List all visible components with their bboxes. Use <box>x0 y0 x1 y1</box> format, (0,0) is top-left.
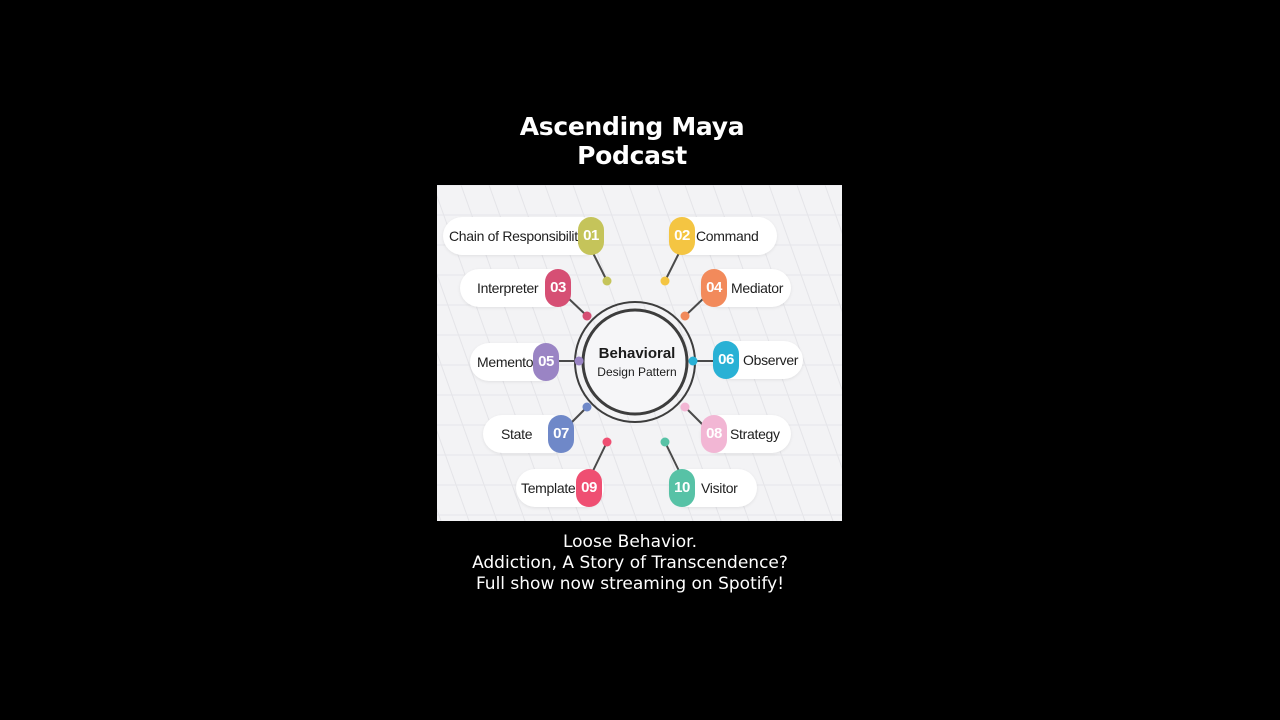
pattern-number-badge: 08 <box>701 415 727 453</box>
podcast-title-line1: Ascending Maya <box>519 112 745 141</box>
connector-dot <box>582 311 592 321</box>
podcast-title: Ascending Maya Podcast <box>430 112 834 170</box>
caption-line1: Loose Behavior. <box>562 532 698 552</box>
grid-line <box>437 273 526 521</box>
grid-line <box>628 185 750 521</box>
connector-dot <box>680 402 690 412</box>
center-subtitle: Design Pattern <box>597 365 677 379</box>
pattern-label: Template <box>521 480 576 496</box>
grid-line <box>437 351 498 521</box>
pattern-label: Visitor <box>701 480 738 496</box>
podcast-title-line2: Podcast <box>577 141 687 170</box>
pattern-number-badge: 01 <box>578 217 604 255</box>
pattern-number-badge: 02 <box>669 217 695 255</box>
connector-dot <box>574 356 584 366</box>
pattern-label: Chain of Responsibility <box>449 228 585 244</box>
pattern-number-badge: 07 <box>548 415 574 453</box>
pattern-number-badge: 09 <box>576 469 602 507</box>
pattern-item-01: Chain of Responsibility 01 <box>443 217 604 255</box>
pattern-number-badge: 10 <box>669 469 695 507</box>
pattern-number-badge: 06 <box>713 341 739 379</box>
pattern-label: Interpreter <box>477 280 539 296</box>
caption-line2: Addiction, A Story of Transcendence? <box>472 553 788 573</box>
pattern-item-04: 04 Mediator <box>701 269 791 307</box>
connector-dot <box>688 356 698 366</box>
grid-line <box>437 508 442 521</box>
pattern-label: Observer <box>743 352 799 368</box>
pattern-item-05: Memento 05 <box>470 343 559 381</box>
connector-dot <box>602 276 612 286</box>
pattern-label: Strategy <box>730 426 780 442</box>
pattern-item-09: Template 09 <box>516 469 604 507</box>
pattern-label: Memento <box>477 354 534 370</box>
connector-dot <box>660 276 670 286</box>
grid-line <box>796 185 842 313</box>
pattern-label: Mediator <box>731 280 784 296</box>
grid-line <box>437 429 470 521</box>
connector-dot <box>680 311 690 321</box>
pattern-item-02: 02 Command <box>669 217 777 255</box>
pattern-item-03: Interpreter 03 <box>460 269 571 307</box>
center-circle <box>581 308 689 416</box>
connector-dot <box>660 437 670 447</box>
connector-dot <box>582 402 592 412</box>
connector-line <box>566 296 588 317</box>
pattern-number-badge: 04 <box>701 269 727 307</box>
episode-caption: Loose Behavior. Addiction, A Story of Tr… <box>420 532 840 595</box>
grid-line <box>768 185 842 391</box>
behavioral-pattern-diagram: Behavioral Design Pattern Chain of Respo… <box>437 185 842 521</box>
pattern-label: Command <box>696 228 759 244</box>
pattern-item-06: 06 Observer <box>713 341 803 379</box>
connector-dot <box>602 437 612 447</box>
grid-line <box>824 185 842 235</box>
pattern-number-badge: 05 <box>533 343 559 381</box>
caption-line3: Full show now streaming on Spotify! <box>475 574 785 594</box>
pattern-label: State <box>501 426 533 442</box>
pattern-item-10: 10 Visitor <box>669 469 757 507</box>
pattern-number-badge: 03 <box>545 269 571 307</box>
pattern-item-08: 08 Strategy <box>701 415 791 453</box>
center-title: Behavioral <box>598 345 676 362</box>
pattern-item-07: State 07 <box>483 415 574 453</box>
